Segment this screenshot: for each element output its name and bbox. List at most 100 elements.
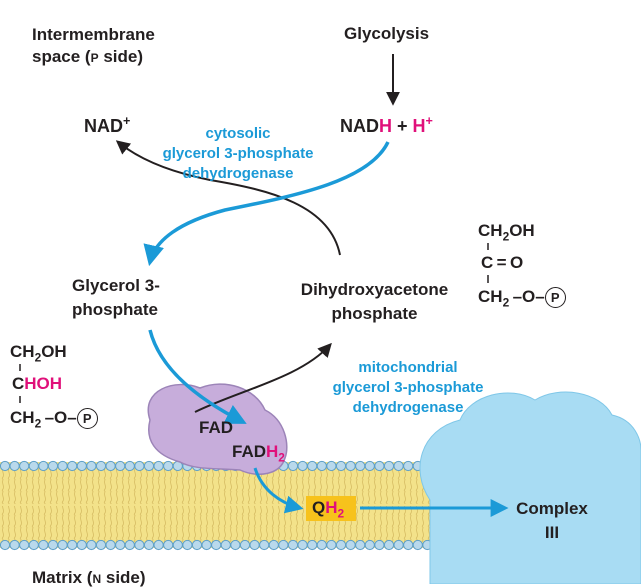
lipid-head — [355, 539, 366, 551]
fadh2-label: FADH2 — [232, 442, 285, 464]
lipid-head — [307, 539, 318, 551]
fadh2-fad: FAD — [232, 442, 266, 461]
nadh-nad: NAD — [340, 116, 379, 136]
intermembrane-line-1: Intermembrane — [32, 25, 155, 44]
mito-enzyme-line-2: glycerol 3-phosphate — [332, 379, 484, 396]
dhap-phosphate-circle: P — [544, 287, 566, 308]
lipid-head — [249, 539, 260, 551]
g3p-row1-a: CH — [10, 342, 35, 361]
lipid-head — [335, 539, 347, 551]
lipid-head — [153, 460, 164, 472]
glycerol3p-line-1: Glycerol 3- — [72, 276, 160, 295]
lipid-head — [95, 539, 107, 551]
lipid-head — [105, 460, 116, 472]
dhap-struct-row-2: C = O — [481, 253, 524, 272]
lipid-head — [38, 460, 49, 472]
intermembrane-p: P — [90, 51, 99, 65]
lipid-head — [0, 460, 11, 472]
cytosolic-enzyme-line-3: dehydrogenase — [182, 165, 294, 182]
lipid-head — [153, 539, 164, 551]
lipid-head — [47, 539, 59, 551]
lipid-head — [47, 460, 59, 472]
lipid-head — [124, 460, 135, 472]
nadh-hplus-sup: + — [425, 114, 433, 128]
lipid-head — [259, 539, 270, 551]
complex-line-1: Complex — [516, 499, 588, 518]
lipid-head — [76, 460, 87, 472]
complex-line-2: III — [544, 523, 560, 542]
lipid-head — [0, 539, 11, 551]
lipid-head — [316, 460, 327, 472]
lipid-head — [287, 539, 299, 551]
matrix-pre: Matrix ( — [32, 568, 93, 587]
dhap-struct-row-1: CH2OH — [478, 222, 535, 243]
lipid-head — [95, 460, 107, 472]
lipid-head — [143, 539, 155, 551]
g3p-phosphate-circle: P — [76, 408, 98, 429]
cytosolic-enzyme-line-2: glycerol 3-phosphate — [162, 145, 314, 162]
lipid-head — [28, 539, 39, 551]
cytosolic-black-arc — [115, 140, 341, 256]
lipid-head — [19, 460, 30, 472]
lipid-head — [9, 460, 20, 472]
qh2-sub: 2 — [337, 506, 345, 521]
lipid-head — [345, 460, 356, 472]
lipid-head — [57, 460, 68, 472]
g3p-row1-sub: 2 — [34, 350, 42, 365]
mito-blue-arc — [148, 329, 247, 424]
lipid-head — [124, 539, 135, 551]
cytosolic-enzyme-line-1: cytosolic — [205, 125, 271, 142]
lipid-head — [278, 539, 289, 551]
g3p-row2-c: C — [12, 374, 25, 393]
lipid-head — [86, 539, 97, 551]
lipid-head — [28, 460, 39, 472]
mito-enzyme-line-1: mitochondrial — [358, 359, 458, 376]
g3p-row3-a: CH — [10, 407, 35, 427]
lipid-head — [393, 539, 404, 551]
lipid-head — [345, 539, 356, 551]
dhap-line-2: phosphate — [331, 304, 418, 323]
lipid-head — [134, 460, 145, 472]
lipid-head — [374, 539, 385, 551]
mitochondrial-enzyme-label: mitochondrial glycerol 3-phosphate dehyd… — [318, 358, 498, 418]
lipid-head — [316, 539, 327, 551]
lipid-head — [403, 460, 414, 472]
dhap-label: Dihydroxyacetone phosphate — [282, 278, 467, 326]
lipid-head — [211, 539, 222, 551]
g3p-row3-sub: 2 — [34, 416, 42, 431]
lipid-head — [163, 460, 174, 472]
dhap-row3-sub: 2 — [502, 295, 510, 310]
lipid-head — [326, 460, 337, 472]
lipid-head — [383, 539, 395, 551]
fad-label: FAD — [199, 418, 233, 437]
dhap-row1-b: OH — [509, 221, 535, 240]
g3p-struct-row-2: CHOH — [12, 375, 62, 392]
dhap-row3-b: –O– — [509, 286, 545, 306]
dhap-struct-row-3: CH2 –O–P — [478, 287, 566, 309]
matrix-label: Matrix (N side) — [32, 568, 146, 588]
lipid-head — [38, 539, 49, 551]
dhap-line-1: Dihydroxyacetone — [300, 280, 449, 299]
lipid-head — [201, 539, 212, 551]
g3p-row1-b: OH — [41, 342, 67, 361]
cytosolic-blue-arc — [143, 141, 390, 267]
lipid-head — [364, 539, 375, 551]
lipid-head — [364, 460, 375, 472]
lipid-head — [239, 539, 251, 551]
lipid-head — [297, 539, 308, 551]
intermembrane-line-2-post: side) — [98, 47, 144, 66]
lipid-head — [403, 539, 414, 551]
dhap-row3-a: CH — [478, 286, 503, 306]
lipid-head — [230, 539, 241, 551]
dhap-row1-sub: 2 — [502, 229, 510, 244]
fadh2-sub: 2 — [278, 450, 285, 465]
glycerol3p-line-2: phosphate — [72, 300, 158, 319]
lipid-head — [182, 539, 193, 551]
qh2-box — [306, 496, 356, 521]
lipid-head — [335, 460, 347, 472]
matrix-n: N — [92, 572, 102, 586]
lipid-head — [67, 539, 78, 551]
lipid-head — [76, 539, 87, 551]
